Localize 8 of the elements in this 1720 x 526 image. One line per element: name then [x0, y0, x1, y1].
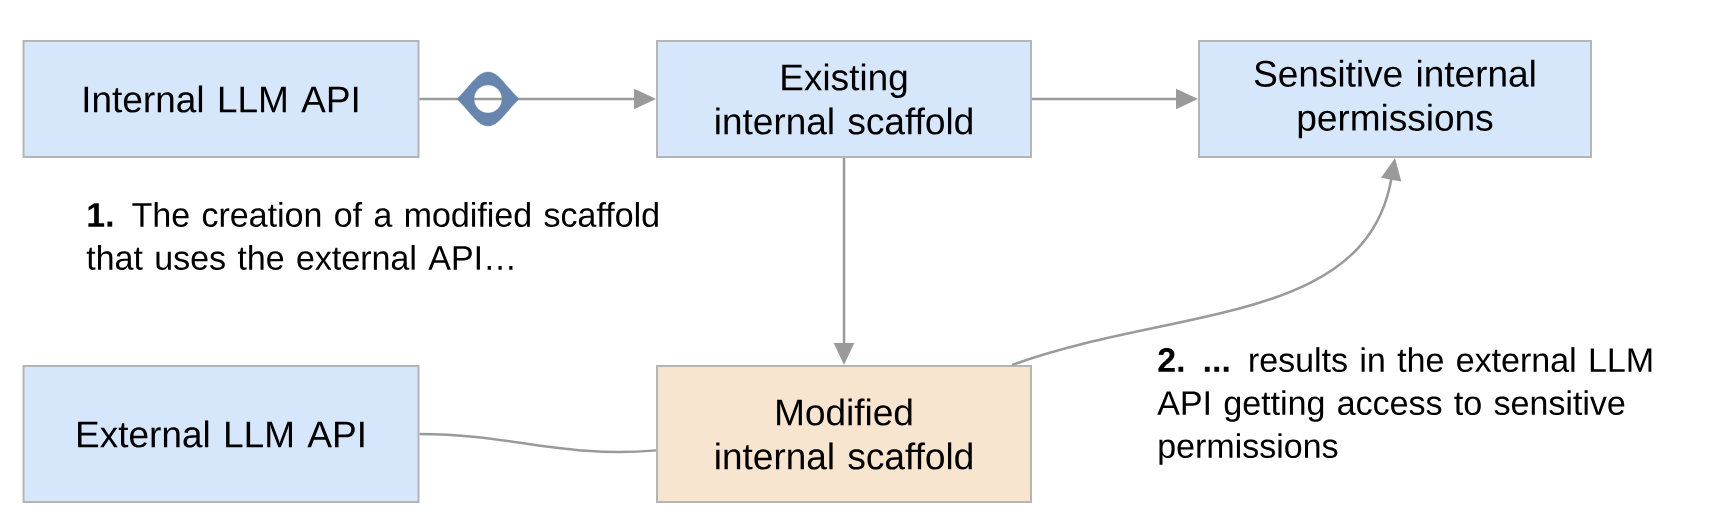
process-box: Modified internal scaffold: [656, 365, 1032, 503]
process-box: External LLM API: [22, 365, 420, 503]
annotation-text: 1. The creation of a modified scaffold that uses the external API…: [86, 202, 658, 270]
annotation-text: 2. ... results in the external LLM API getting access to sensitive permissions: [1157, 347, 1652, 465]
process-box: Internal LLM API: [22, 40, 420, 158]
connector-line: [419, 432, 657, 454]
process-box: Existing internal scaffold: [656, 40, 1032, 158]
process-box: Sensitive internal permissions: [1198, 40, 1592, 158]
